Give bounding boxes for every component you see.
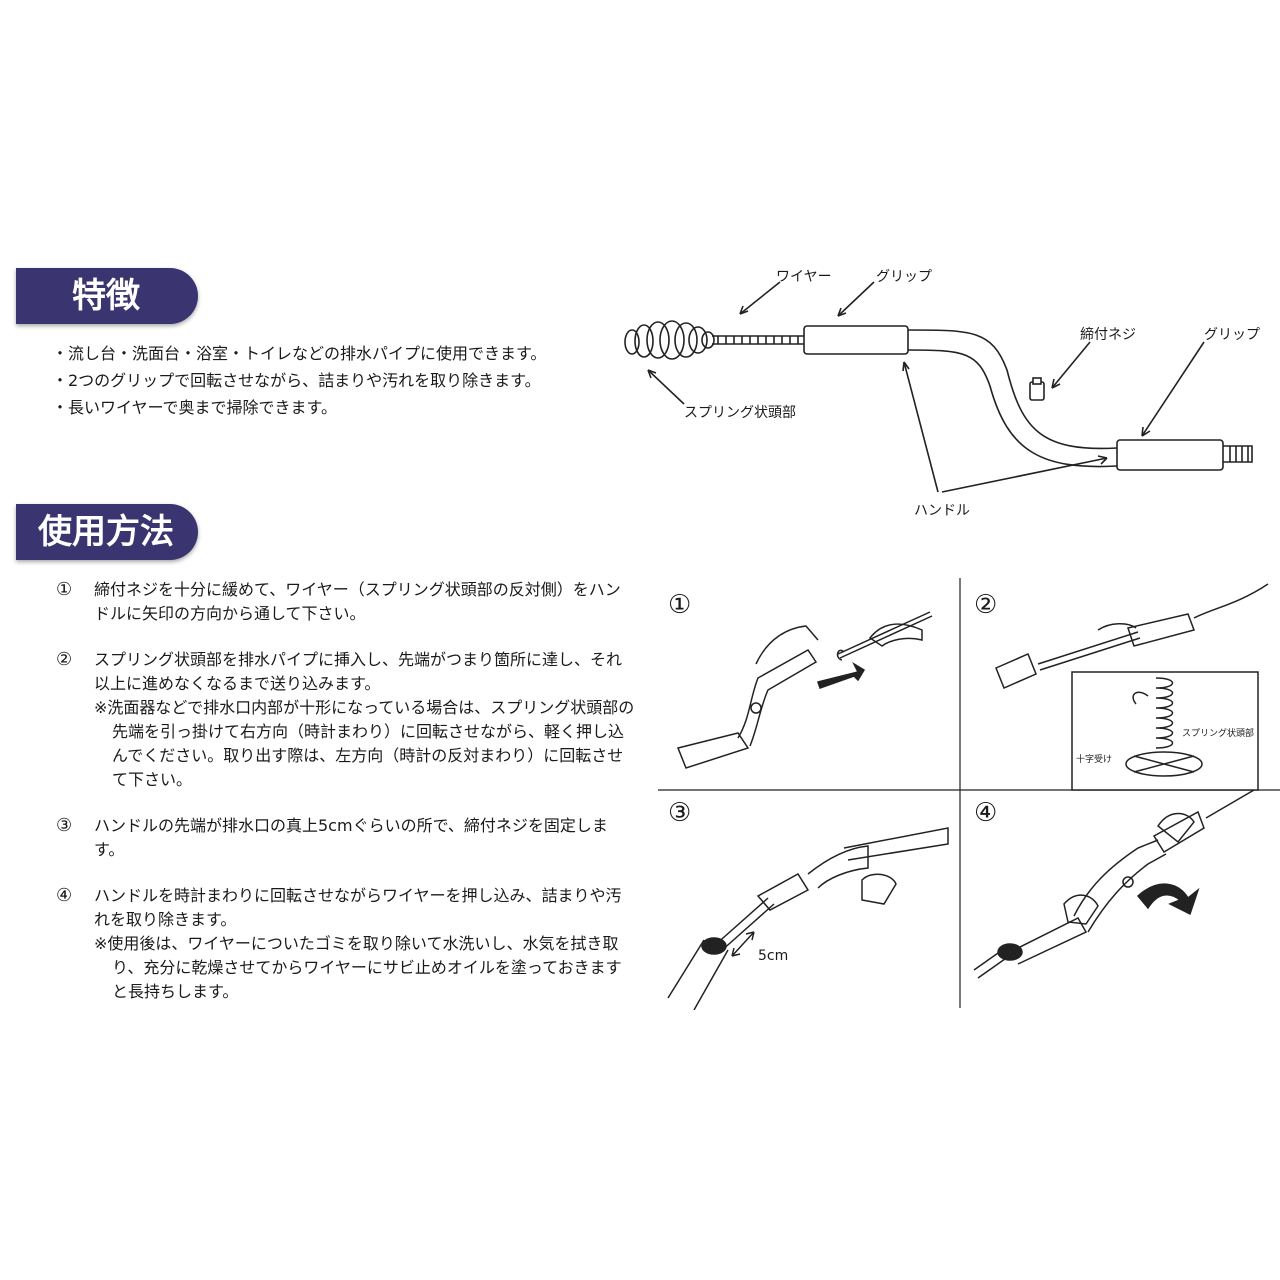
usage-step: ④ ハンドルを時計まわりに回転させながらワイヤーを押し込み、詰まりや汚れを取り除… xyxy=(56,884,636,1004)
features-list: ・流し台・洗面台・浴室・トイレなどの排水パイプに使用できます。 ・2つのグリップ… xyxy=(52,340,546,421)
grip-right-label: グリップ xyxy=(1204,327,1260,343)
product-diagram: ワイヤー グリップ 締付ネジ グリップ スプリング状頭部 ハンドル xyxy=(612,260,1280,540)
inset-cross-label: 十字受け xyxy=(1076,755,1113,765)
usage-heading: 使用方法 xyxy=(16,504,198,560)
usage-step: ② スプリング状頭部を排水パイプに挿入し、先端がつまり箇所に達し、それ以上に進め… xyxy=(56,648,636,792)
step-note: ※洗面器などで排水口内部が十形になっている場合は、スプリング状頭部の先端を引っ掛… xyxy=(94,698,635,789)
step-number: ① xyxy=(56,579,73,600)
panel-number: ④ xyxy=(974,798,998,828)
step-number: ④ xyxy=(56,885,73,906)
panel-number: ② xyxy=(974,590,998,620)
features-heading: 特徴 xyxy=(16,268,198,324)
usage-illustrations: ① ② ③ ④ スプリング状頭部 十字受け 5cm xyxy=(658,578,1280,1010)
usage-steps: ① 締付ネジを十分に緩めて、ワイヤー（スプリング状頭部の反対側）をハンドルに矢印… xyxy=(56,578,636,1026)
step-text: ハンドルの先端が排水口の真上5cmぐらいの所で、締付ネジを固定します。 xyxy=(94,816,608,859)
step-text: 締付ネジを十分に緩めて、ワイヤー（スプリング状頭部の反対側）をハンドルに矢印の方… xyxy=(94,580,621,623)
handle-label: ハンドル xyxy=(914,503,970,519)
feature-item: ・長いワイヤーで奥まで掃除できます。 xyxy=(52,398,337,417)
screw-label: 締付ネジ xyxy=(1080,327,1136,343)
inset-spring-label: スプリング状頭部 xyxy=(1182,729,1255,739)
feature-item: ・流し台・洗面台・浴室・トイレなどの排水パイプに使用できます。 xyxy=(52,344,547,363)
panel-number: ③ xyxy=(668,798,692,828)
feature-item: ・2つのグリップで回転させながら、詰まりや汚れを取り除きます。 xyxy=(52,371,541,390)
step-note: ※使用後は、ワイヤーについたゴミを取り除いて水洗いし、水気を拭き取り、充分に乾燥… xyxy=(94,934,622,1001)
distance-label: 5cm xyxy=(758,948,789,964)
step-text: スプリング状頭部を排水パイプに挿入し、先端がつまり箇所に達し、それ以上に進めなく… xyxy=(94,650,623,693)
usage-step: ③ ハンドルの先端が排水口の真上5cmぐらいの所で、締付ネジを固定します。 xyxy=(56,814,636,862)
usage-step: ① 締付ネジを十分に緩めて、ワイヤー（スプリング状頭部の反対側）をハンドルに矢印… xyxy=(56,578,636,626)
panel-number: ① xyxy=(668,590,692,620)
wire-label: ワイヤー xyxy=(776,269,832,285)
spring-head-label: スプリング状頭部 xyxy=(684,405,796,421)
drain-cleaner-illustration xyxy=(624,281,1253,493)
step-illustrations xyxy=(658,578,1280,1010)
step-number: ③ xyxy=(56,815,73,836)
grip-left-label: グリップ xyxy=(876,269,932,285)
step-text: ハンドルを時計まわりに回転させながらワイヤーを押し込み、詰まりや汚れを取り除きま… xyxy=(94,886,622,929)
step-number: ② xyxy=(56,649,73,670)
